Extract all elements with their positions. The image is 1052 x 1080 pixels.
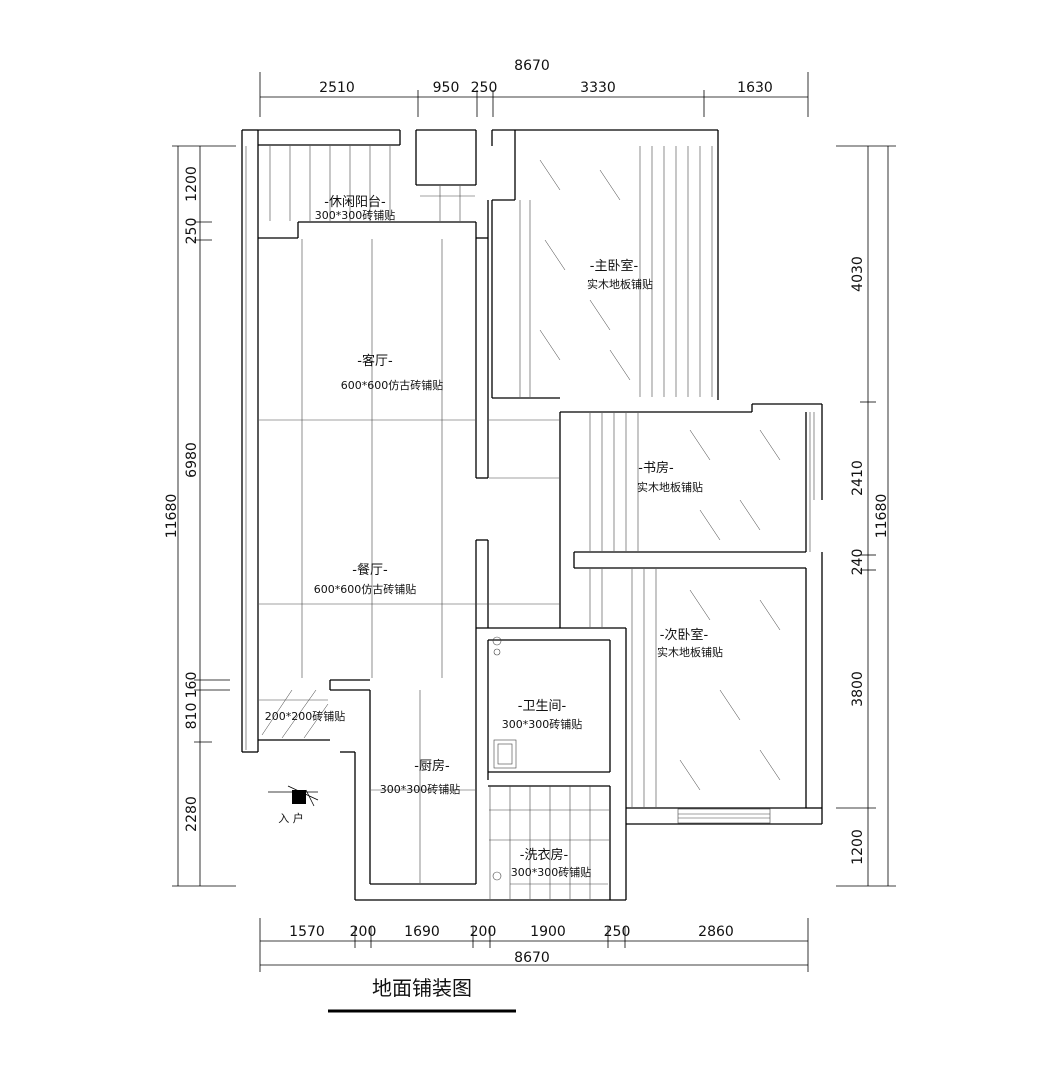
top-dim-2: 950	[433, 80, 460, 96]
living-room-floor: 600*600仿古砖铺贴	[341, 378, 444, 392]
left-dim-4: 160	[184, 672, 200, 699]
living-room-name: -客厅-	[357, 353, 393, 369]
top-total-dim: 8670	[514, 58, 550, 74]
second-bedroom-floor: 实木地板铺贴	[657, 645, 723, 659]
laundry-name: -洗衣房-	[520, 847, 569, 863]
right-dim-5: 1200	[850, 829, 866, 865]
bottom-dim-6: 250	[604, 924, 631, 940]
bottom-dim-1: 1570	[289, 924, 325, 940]
master-bedroom-name: -主卧室-	[590, 258, 639, 274]
kitchen-name: -厨房-	[414, 758, 450, 774]
bottom-dim-5: 1900	[530, 924, 566, 940]
left-dim-5: 810	[184, 703, 200, 730]
top-dim-4: 3330	[580, 80, 616, 96]
left-total-dim: 11680	[164, 494, 180, 539]
master-bedroom-wood-floor	[519, 146, 713, 397]
right-dim-3: 240	[850, 549, 866, 576]
bathroom-fixtures	[492, 636, 517, 881]
dining-room-floor: 600*600仿古砖铺贴	[314, 582, 417, 596]
left-dim-6: 2280	[184, 796, 200, 832]
bottom-dim-2: 200	[350, 924, 377, 940]
left-dim-3: 6980	[184, 442, 200, 478]
entrance-label: 入 户	[278, 811, 304, 825]
bottom-total-dim: 8670	[514, 950, 550, 966]
top-dim-3: 250	[471, 80, 498, 96]
right-dim-4: 3800	[850, 671, 866, 707]
kitchen-floor: 300*300砖铺贴	[380, 782, 461, 796]
left-dimension-lines	[172, 145, 236, 887]
second-bedroom-name: -次卧室-	[660, 627, 709, 643]
second-bedroom-wood-floor	[589, 569, 781, 807]
bottom-dim-7: 2860	[698, 924, 734, 940]
balcony-tile-lines	[269, 146, 475, 221]
study-floor: 实木地板铺贴	[637, 480, 703, 494]
left-dim-2: 250	[184, 218, 200, 245]
kitchen-tile-grid	[371, 690, 475, 883]
master-bedroom-floor: 实木地板铺贴	[587, 277, 653, 291]
entry-floor: 200*200砖铺贴	[265, 709, 346, 723]
top-dim-5: 1630	[737, 80, 773, 96]
right-dim-1: 4030	[850, 256, 866, 292]
top-dim-1: 2510	[319, 80, 355, 96]
walls	[241, 129, 823, 901]
dining-room-name: -餐厅-	[352, 562, 388, 578]
laundry-floor: 300*300砖铺贴	[511, 865, 592, 879]
study-wood-floor	[589, 413, 781, 551]
left-dim-1: 1200	[184, 166, 200, 202]
entry-tile-pattern	[259, 689, 329, 739]
top-dimension-lines	[259, 72, 809, 117]
bottom-dim-3: 1690	[404, 924, 440, 940]
entrance-arrow-block	[292, 790, 306, 804]
balcony-floor: 300*300砖铺贴	[315, 208, 396, 222]
bottom-dim-4: 200	[470, 924, 497, 940]
drawing-title: 地面铺装图	[372, 976, 472, 1000]
study-name: -书房-	[638, 460, 674, 476]
window-details	[245, 146, 815, 824]
right-total-dim: 11680	[874, 494, 890, 539]
entrance-marker	[268, 785, 319, 807]
laundry-tile-grid	[489, 786, 609, 899]
bathroom-floor: 300*300砖铺贴	[502, 717, 583, 731]
living-dining-tile-grid	[259, 239, 560, 678]
right-dimension-lines	[836, 145, 896, 887]
bottom-dimension-lines	[259, 918, 809, 972]
balcony-name: -休闲阳台-	[324, 195, 386, 210]
bathroom-name: -卫生间-	[518, 699, 567, 714]
right-dim-2: 2410	[850, 460, 866, 496]
